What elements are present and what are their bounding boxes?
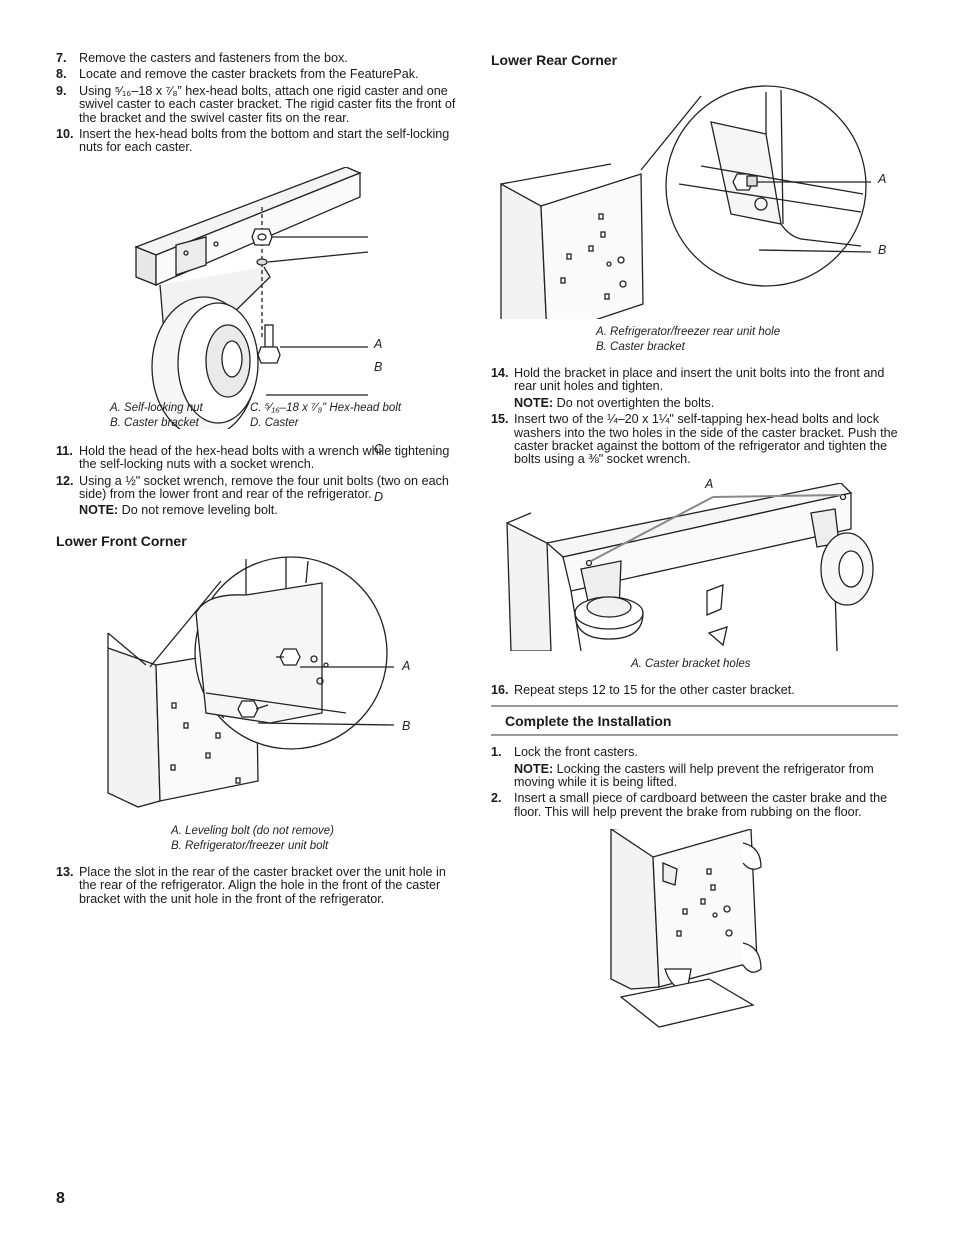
step-text: Insert the hex-head bolts from the botto… <box>79 127 450 155</box>
step-7: 7. Remove the casters and fasteners from … <box>56 51 464 65</box>
caption-c: C. ⁵⁄₁₆–18 x ⁷⁄₈" Hex-head bolt <box>250 401 402 414</box>
lower-rear-corner-heading: Lower Rear Corner <box>491 52 618 68</box>
step-text: Hold the bracket in place and insert the… <box>514 366 885 394</box>
note-label: NOTE: <box>79 503 119 518</box>
note-label: NOTE: <box>514 761 554 776</box>
steps-14-15: 14. Hold the bracket in place and insert … <box>491 366 898 467</box>
caption-b: B. Refrigerator/freezer unit bolt <box>171 839 329 852</box>
callout-b: B <box>402 718 411 733</box>
step-11: 11. Hold the head of the hex-head bolts w… <box>56 443 464 472</box>
caption-a: A. Refrigerator/freezer rear unit hole <box>596 326 781 338</box>
caption-b: B. Caster bracket <box>110 416 199 429</box>
cardboard-under-caster-figure <box>601 829 898 1029</box>
complete-steps: 1. Lock the front casters. NOTE: Locking … <box>491 745 898 819</box>
lower-rear-corner-figure: A B <box>491 74 898 319</box>
step-text: Place the slot in the rear of the caster… <box>79 864 446 906</box>
lower-front-corner-figure: A B <box>56 553 464 818</box>
holes-figure-caption: A. Caster bracket holes <box>631 657 898 672</box>
callout-b: B <box>374 359 383 374</box>
steps-11-12: 11. Hold the head of the hex-head bolts w… <box>56 443 464 518</box>
caster-assembly-figure: A B C D <box>56 166 464 504</box>
complete-installation-heading: Complete the Installation <box>505 713 672 730</box>
right-column: Lower Rear Corner <box>491 52 898 1029</box>
lower-front-corner-illustration <box>107 556 395 808</box>
step-14: 14. Hold the bracket in place and insert … <box>491 366 898 410</box>
step-number: 7. <box>56 51 67 65</box>
caption-a: A. Caster bracket holes <box>631 657 751 670</box>
step-number: 13. <box>56 864 74 879</box>
step-text: Lock the front casters. <box>514 745 638 760</box>
note-text: Do not overtighten the bolts. <box>553 395 715 410</box>
step-number: 2. <box>491 791 502 806</box>
step-number: 10. <box>56 127 74 142</box>
caption-d: D. Caster <box>250 416 299 429</box>
lower-front-corner-heading: Lower Front Corner <box>56 532 187 549</box>
caster-bracket-holes-figure: A <box>491 477 898 651</box>
callout-a: A <box>402 658 411 673</box>
step-10: 10. Insert the hex-head bolts from the bo… <box>56 127 464 155</box>
step-9: 9. Using ⁵⁄₁₆–18 x ⁷⁄₈” hex-head bolts, a… <box>56 83 464 125</box>
steps-7-10: 7. Remove the casters and fasteners from … <box>56 51 464 155</box>
step-text: Insert a small piece of cardboard betwee… <box>514 791 888 819</box>
left-column: 7. Remove the casters and fasteners from … <box>56 51 464 909</box>
step-text: Repeat steps 12 to 15 for the other cast… <box>514 682 795 697</box>
page-number: 8 <box>56 1190 65 1207</box>
step-text: Using ⁵⁄₁₆–18 x ⁷⁄₈” hex-head bolts, att… <box>79 83 456 125</box>
callout-a: A <box>705 476 714 491</box>
rear-figure-caption: A. Refrigerator/freezer rear unit hole B… <box>596 325 898 355</box>
caster-figure-caption: A. Self-locking nut B. Caster bracket C.… <box>110 401 464 433</box>
caster-bracket-holes-illustration <box>506 482 874 651</box>
step-number: 14. <box>491 366 509 380</box>
step-text: Insert two of the ¼–20 x 1¼" self-tappin… <box>514 412 898 467</box>
step-text: Using a ½" socket wrench, remove the fou… <box>79 473 449 502</box>
cardboard-under-caster-illustration <box>610 829 762 1028</box>
step-15: 15. Insert two of the ¼–20 x 1¼" self-tap… <box>491 412 898 467</box>
step-12-note: NOTE: Do not remove leveling bolt. <box>79 504 464 517</box>
note-text: Locking the casters will help prevent th… <box>514 761 874 790</box>
front-figure-caption: A. Leveling bolt (do not remove) B. Refr… <box>171 824 464 854</box>
note-label: NOTE: <box>514 395 554 410</box>
step-16: 16. Repeat steps 12 to 15 for the other c… <box>491 682 898 697</box>
step-text: Locate and remove the caster brackets fr… <box>79 67 419 82</box>
callout-a: A <box>878 172 887 186</box>
caption-b: B. Caster bracket <box>596 341 685 353</box>
lower-rear-corner-illustration <box>500 85 872 319</box>
step-number: 1. <box>491 745 502 760</box>
callout-b: B <box>878 243 887 257</box>
steps-13: 13. Place the slot in the rear of the cas… <box>56 864 464 906</box>
caster-assembly-illustration <box>134 166 369 429</box>
complete-installation-header: Complete the Installation <box>491 705 898 737</box>
step-number: 9. <box>56 83 67 98</box>
caption-a: A. Self-locking nut <box>110 401 203 414</box>
step-number: 12. <box>56 473 74 488</box>
step-text: Remove the casters and fasteners from th… <box>79 51 348 65</box>
step-1-note: NOTE: Locking the casters will help prev… <box>514 761 898 790</box>
step-number: 8. <box>56 67 67 82</box>
steps-16: 16. Repeat steps 12 to 15 for the other c… <box>491 682 898 697</box>
callout-c: C <box>374 441 384 456</box>
step-number: 11. <box>56 443 73 458</box>
caption-a: A. Leveling bolt (do not remove) <box>171 824 335 837</box>
step-14-note: NOTE: Do not overtighten the bolts. <box>514 395 898 410</box>
callout-a: A <box>374 336 383 351</box>
step-2: 2. Insert a small piece of cardboard betw… <box>491 792 898 819</box>
step-13: 13. Place the slot in the rear of the cas… <box>56 864 464 906</box>
step-8: 8. Locate and remove the caster brackets … <box>56 67 464 82</box>
step-number: 15. <box>491 412 509 427</box>
step-1: 1. Lock the front casters. NOTE: Locking … <box>491 745 898 790</box>
step-number: 16. <box>491 682 509 697</box>
step-12: 12. Using a ½" socket wrench, remove the … <box>56 473 464 518</box>
note-text: Do not remove leveling bolt. <box>118 503 278 518</box>
callout-d: D <box>374 489 384 504</box>
step-text: Hold the head of the hex-head bolts with… <box>79 443 450 472</box>
